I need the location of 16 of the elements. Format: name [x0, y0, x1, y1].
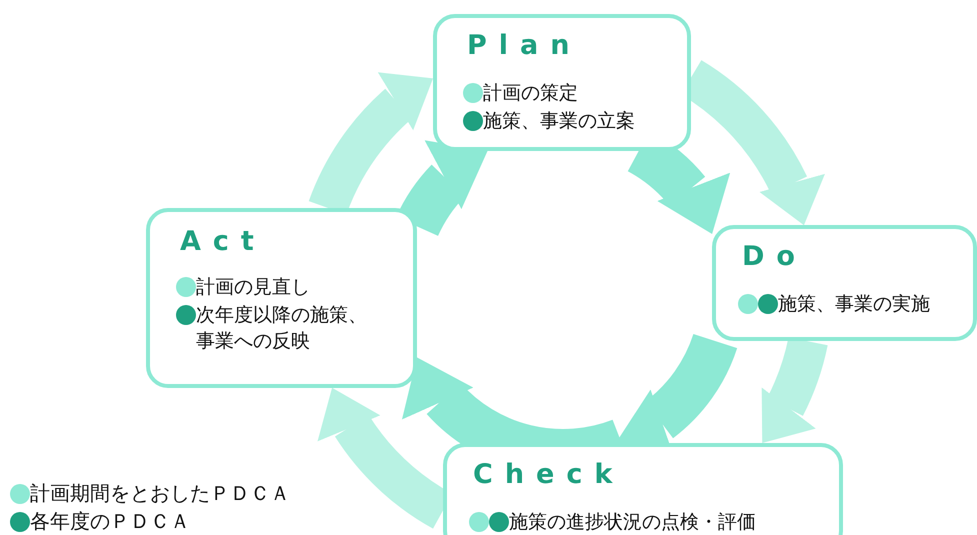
stage-box — [433, 14, 691, 151]
item-text: 施策の進捗状況の点検・評価 — [509, 510, 756, 535]
item-text: 計画の見直し — [196, 275, 310, 300]
stage-title: Check — [473, 459, 624, 490]
legend-text: 各年度のＰＤＣＡ — [30, 508, 190, 535]
stage-box — [443, 443, 843, 535]
stage-title: Do — [742, 241, 807, 272]
item-text: 施策、事業の立案 — [483, 109, 635, 134]
stage-box — [146, 208, 417, 388]
item-text: 次年度以降の施策、事業への反映 — [196, 303, 368, 354]
item-text: 計画の策定 — [483, 81, 578, 106]
stage-title: Plan — [467, 30, 582, 61]
item-text: 施策、事業の実施 — [778, 292, 930, 317]
stage-title: Act — [180, 226, 266, 257]
stage-box — [712, 225, 977, 341]
legend-text: 計画期間をとおしたＰＤＣＡ — [30, 480, 290, 507]
